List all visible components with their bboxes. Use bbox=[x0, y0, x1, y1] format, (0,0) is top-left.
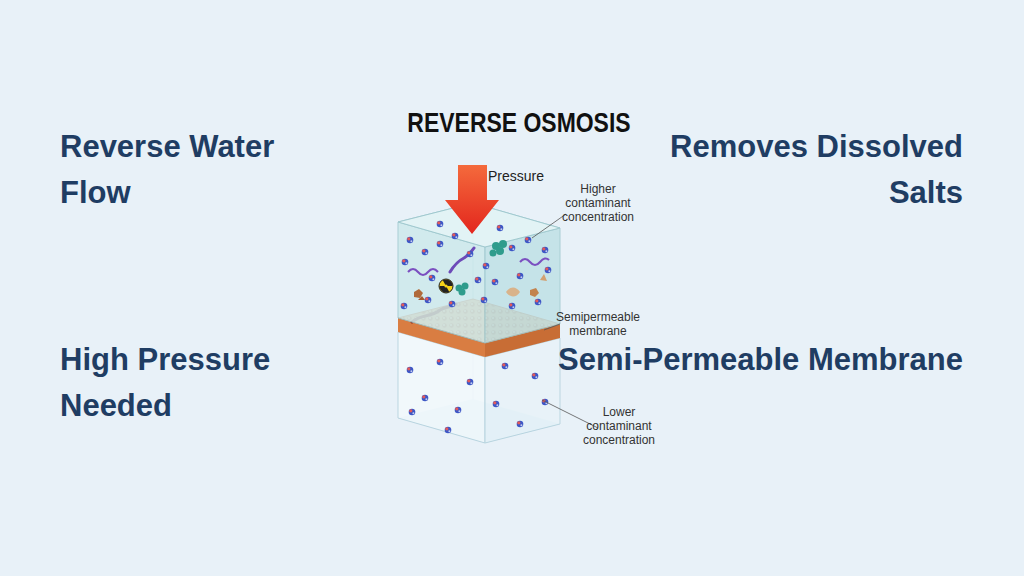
contaminants bbox=[408, 240, 549, 300]
diagram-title: REVERSE OSMOSIS bbox=[396, 106, 642, 140]
feature-label: Semi-Permeable Membrane bbox=[523, 337, 963, 383]
feature-label: Reverse Water Flow bbox=[60, 124, 310, 216]
feature-label: Removes Dissolved Salts bbox=[643, 124, 963, 216]
callout-label: Semipermeable membrane bbox=[552, 310, 644, 338]
pressure-label: Pressure bbox=[488, 167, 568, 185]
callout-label: Higher contaminant concentration bbox=[556, 182, 640, 224]
water-molecules bbox=[401, 221, 552, 310]
callout-label: Lower contaminant concentration bbox=[576, 405, 662, 447]
feature-label: High Pressure Needed bbox=[60, 337, 310, 429]
upper-chamber-face bbox=[485, 228, 560, 343]
water-molecules bbox=[407, 359, 549, 434]
